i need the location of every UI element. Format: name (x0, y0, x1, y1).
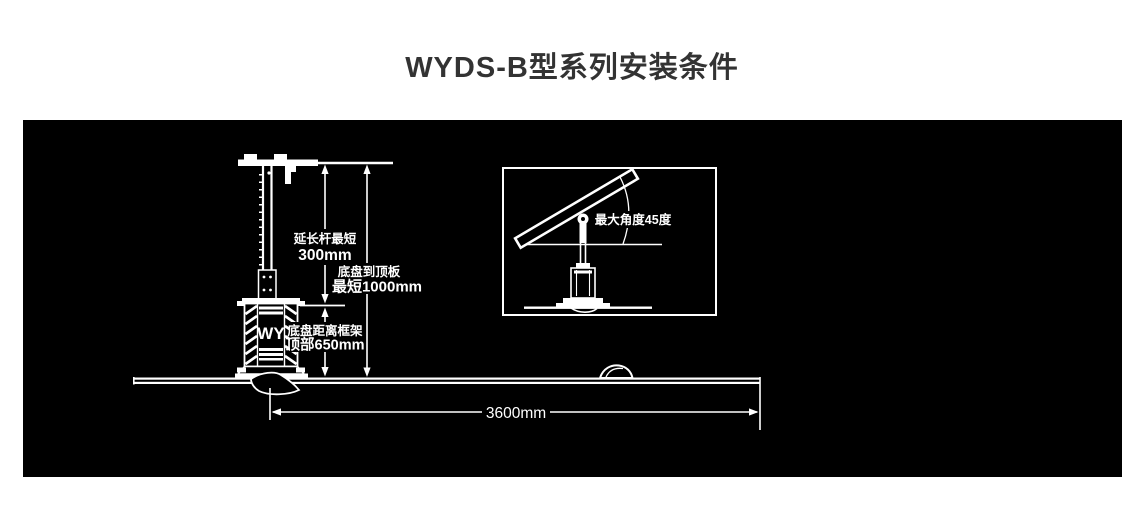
inset-mini-fan (524, 243, 652, 313)
label-base-frame-cn: 底盘距离框架 (287, 323, 363, 338)
page-title: WYDS-B型系列安装条件 (405, 52, 739, 84)
tilted-beam (513, 167, 640, 250)
label-extension-rod-cn: 延长杆最短 (293, 231, 357, 246)
mount-bracket (285, 166, 296, 184)
label-base-ceiling-cn: 底盘到顶板 (338, 264, 401, 279)
rod-collar (257, 269, 277, 300)
angle-arc (619, 176, 630, 245)
label-base-frame-value: 顶部650mm (286, 336, 365, 354)
blade-winglet (598, 364, 634, 379)
fan-blades (133, 364, 760, 396)
diagram-panel: WY (23, 120, 1122, 477)
installation-diagram: WY (133, 154, 761, 430)
dimension-300mm: 延长杆最短 300mm (291, 164, 359, 307)
dimension-1000mm: 底盘到顶板 最短1000mm (331, 164, 429, 377)
ceiling-mount (238, 154, 393, 184)
label-base-ceiling-value: 最短1000mm (332, 278, 422, 296)
dimension-3600mm: 3600mm (269, 377, 761, 430)
label-extension-rod-value: 300mm (298, 247, 351, 264)
motor-brand-label: WY (257, 324, 285, 343)
dimension-650mm: 底盘距离框架 顶部650mm (286, 307, 365, 377)
extension-rod (257, 166, 277, 304)
hub-blade-curve (250, 371, 301, 396)
label-max-angle: 最大角度45度 (595, 212, 672, 227)
hazard-stripes-left (244, 304, 258, 366)
tilt-inset: 最大角度45度 (502, 167, 717, 316)
label-diameter: 3600mm (486, 405, 546, 422)
